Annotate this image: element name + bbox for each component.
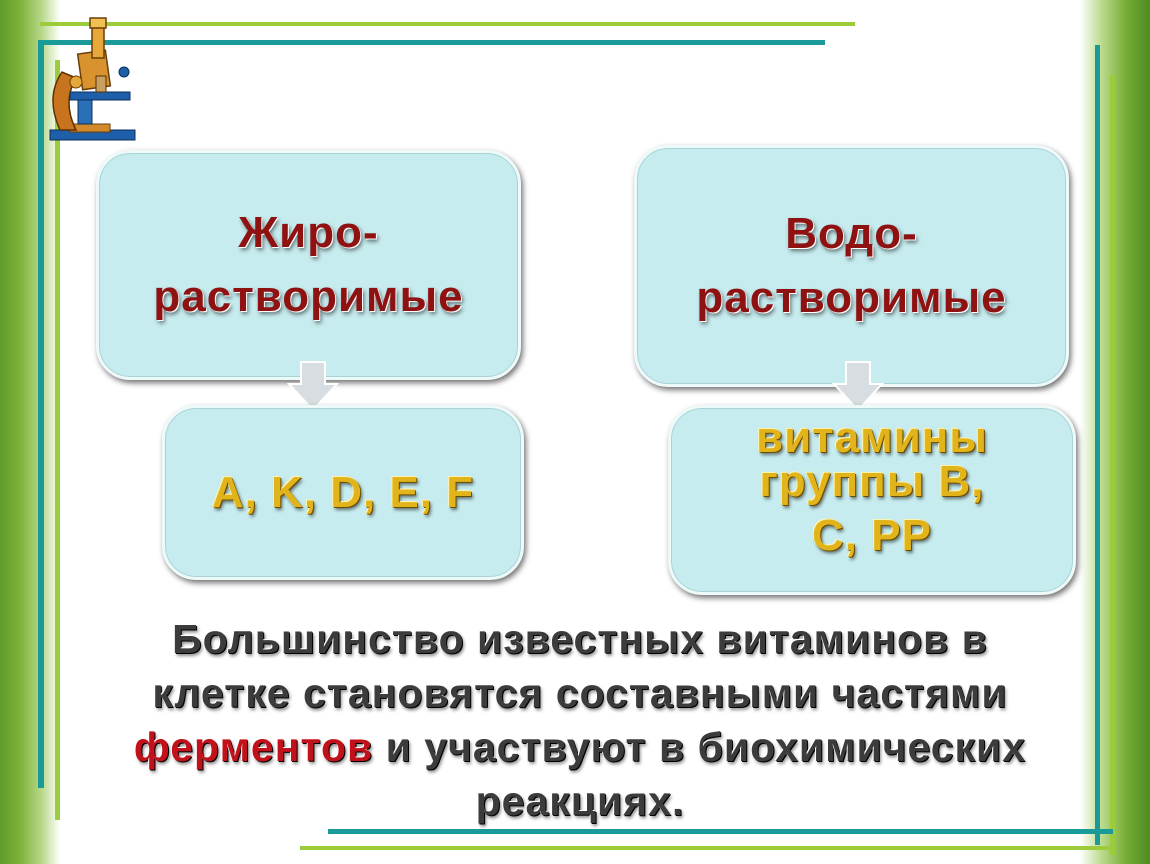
left-green-border (0, 0, 60, 864)
left-line-green (55, 60, 60, 820)
water-soluble-vitamins-line3: С, РР (812, 511, 932, 560)
water-soluble-title-line1: Водо- (785, 209, 918, 258)
water-soluble-title-line2: растворимые (696, 273, 1007, 322)
water-soluble-vitamins-box: витамины группы В, С, РР (668, 405, 1076, 595)
water-soluble-vitamins-line2: группы В, (759, 457, 985, 506)
caption-line4: реакциях. (475, 778, 685, 824)
fat-soluble-box: Жиро- растворимые (96, 150, 521, 380)
top-line-teal (40, 40, 825, 45)
left-line-teal (38, 40, 44, 788)
fat-soluble-title-line2: растворимые (153, 272, 464, 321)
arrow-down-icon (832, 361, 884, 412)
fat-soluble-vitamins-box: A, K, D, E, F (162, 405, 524, 580)
right-line-teal (1095, 45, 1100, 845)
water-soluble-box: Водо- растворимые (634, 145, 1069, 387)
bottom-line-teal (328, 829, 1113, 834)
water-soluble-vitamins-line1: витамины (756, 413, 988, 462)
microscope-icon (49, 17, 136, 141)
right-line-green (1110, 75, 1115, 855)
top-line-green (40, 22, 855, 26)
fat-soluble-vitamins: A, K, D, E, F (211, 467, 475, 517)
fat-soluble-title-line1: Жиро- (238, 208, 379, 257)
caption-highlight-enzymes: ферментов (133, 724, 374, 770)
right-green-border (1080, 0, 1150, 864)
caption-text: Большинство известных витаминов в клетке… (95, 612, 1065, 828)
caption-line2: клетке становятся составными частями (152, 670, 1008, 716)
caption-line3-rest: и участвуют в биохимических (373, 724, 1027, 770)
caption-line3: ферментов и участвуют в биохимических (95, 720, 1065, 774)
bottom-line-green (300, 846, 1115, 850)
caption-line1: Большинство известных витаминов в (172, 616, 988, 662)
arrow-down-icon (287, 361, 339, 412)
